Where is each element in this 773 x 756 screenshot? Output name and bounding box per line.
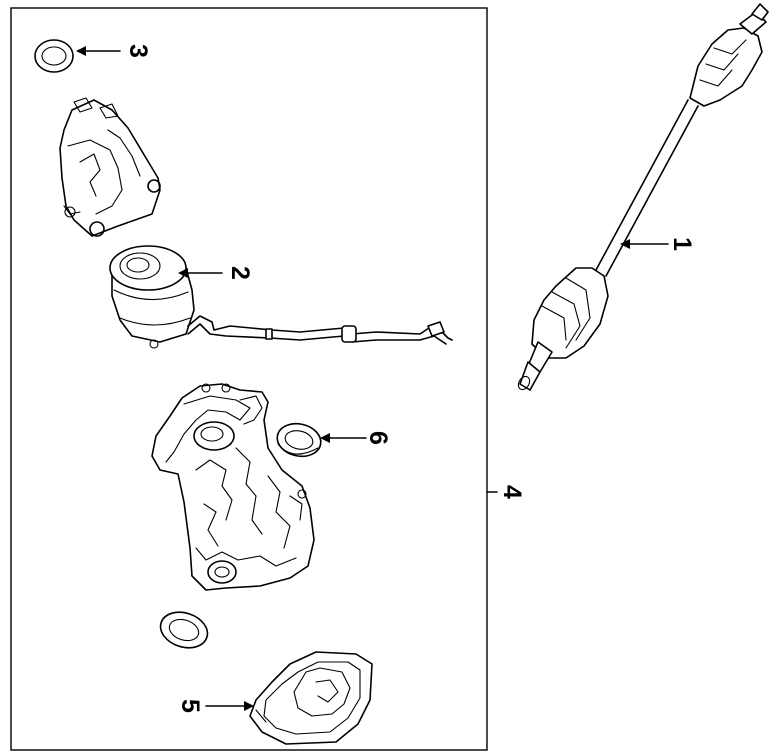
seal-side	[276, 422, 322, 458]
callout-arrows	[76, 46, 669, 711]
callout-label-2: 2	[226, 266, 254, 280]
motor-assembly	[109, 245, 453, 349]
housing-cap	[59, 97, 161, 237]
callout-label-1: 1	[668, 237, 696, 251]
callout-label-6: 6	[364, 431, 392, 445]
gasket-ring	[159, 611, 209, 649]
callout-label-3: 3	[124, 44, 152, 58]
callout-label-4: 4	[498, 485, 526, 499]
seal-ring-top	[34, 39, 74, 73]
axle-shaft	[517, 3, 769, 391]
assembly-frame	[10, 7, 488, 751]
main-housing	[151, 383, 315, 591]
cover-plate	[249, 651, 373, 745]
callout-label-5: 5	[176, 699, 204, 713]
